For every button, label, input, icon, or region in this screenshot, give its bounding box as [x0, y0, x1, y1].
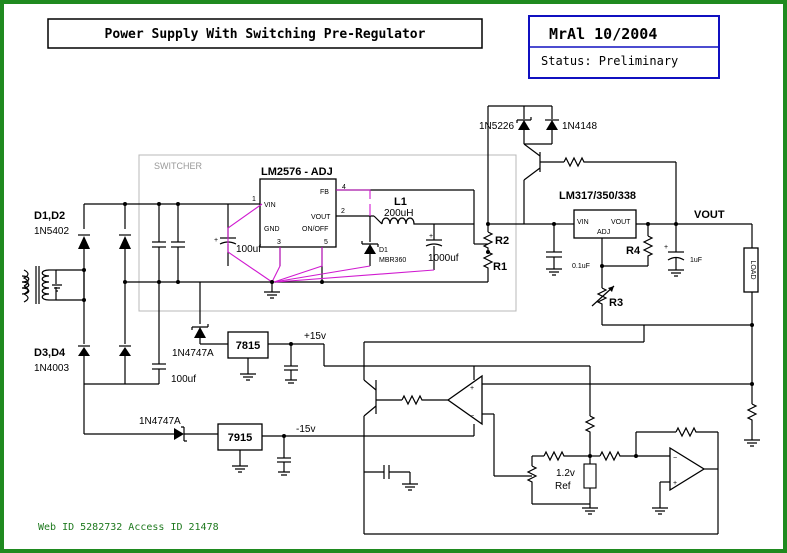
- cap-1uf-label: 1uF: [690, 257, 702, 264]
- r1-label: R1: [493, 261, 507, 273]
- rail-neg-label: -15v: [296, 424, 315, 435]
- pin-vin-label: VIN: [264, 202, 276, 209]
- cap-in-label: 100uf: [236, 244, 261, 255]
- zener-1n5226-label: 1N5226: [479, 121, 514, 132]
- zener-1n4747a-top-icon: [194, 327, 206, 338]
- lm317-vin-label: VIN: [577, 219, 589, 226]
- cap-01uf-label: 0.1uF: [572, 263, 590, 270]
- svg-text:+: +: [664, 244, 668, 251]
- reference-voltage: 1.2v: [556, 468, 575, 479]
- rectifier-top-part: 1N5402: [34, 226, 69, 237]
- lm317-title: LM317/350/338: [559, 190, 636, 202]
- cap-out-label: 1000uf: [428, 253, 459, 264]
- pin-gnd-label: GND: [264, 226, 280, 233]
- r2-label: R2: [495, 235, 509, 247]
- pin-3: 3: [277, 239, 281, 246]
- rectifier-bottom-part: 1N4003: [34, 363, 69, 374]
- switcher-label: SWITCHER: [154, 161, 202, 171]
- vout-rail-label: VOUT: [694, 209, 725, 221]
- diode-1n4148-icon: [546, 120, 558, 130]
- author: MrAl 10/2004: [549, 25, 657, 43]
- pin-5: 5: [324, 239, 328, 246]
- lm2576-chip: [259, 178, 337, 248]
- regulator-7915-label: 7915: [228, 432, 252, 444]
- zener-1n5226-icon: [518, 120, 530, 130]
- cap-neg-label: 100uf: [171, 374, 196, 385]
- switcher-box: [138, 154, 517, 312]
- pin-2: 2: [341, 208, 345, 215]
- opamp-1: [446, 374, 483, 426]
- rail-pos-label: +15v: [304, 331, 326, 342]
- zener-1n4747a-bottom-icon: [174, 428, 184, 440]
- diode-1n4148-label: 1N4148: [562, 121, 597, 132]
- svg-text:+: +: [214, 237, 218, 244]
- diode-mbr360-icon: [364, 244, 376, 254]
- inductor-l1: [373, 215, 474, 225]
- reference-label: Ref: [555, 481, 571, 492]
- status: Status: Preliminary: [541, 54, 678, 68]
- opamp-2: [669, 446, 706, 492]
- pin-fb-label: FB: [320, 189, 329, 196]
- lm317-vout-label: VOUT: [611, 219, 631, 226]
- star-ground-traces: [227, 189, 435, 283]
- input-filter-caps: [152, 202, 185, 284]
- diode-d3-icon: [78, 347, 90, 356]
- diode-d2-icon: [119, 236, 131, 249]
- r3-label: R3: [609, 297, 623, 309]
- load-box: [743, 247, 759, 293]
- pin-1: 1: [252, 196, 256, 203]
- title: Power Supply With Switching Pre-Regulato…: [105, 27, 426, 42]
- transformer: [21, 266, 85, 304]
- inductor-value: 200uH: [384, 208, 413, 219]
- pin-vout-label: VOUT: [311, 214, 331, 221]
- diode-d1-icon: [78, 236, 90, 249]
- pin-4: 4: [342, 184, 346, 191]
- lm317-adj-label: ADJ: [597, 229, 610, 236]
- rectifier-bottom-label: D3,D4: [34, 347, 66, 359]
- diode-d1-name: D1: [379, 247, 388, 254]
- zener-2-label: 1N4747A: [139, 416, 181, 427]
- footer-ids: Web ID 5282732 Access ID 21478: [38, 522, 219, 533]
- regulator-7815-label: 7815: [236, 340, 260, 352]
- diode-d1-part: MBR360: [379, 257, 406, 264]
- r4-label: R4: [626, 245, 641, 257]
- pin-onoff-label: ON/OFF: [302, 226, 328, 233]
- lm2576-label: LM2576 - ADJ: [261, 166, 333, 178]
- reference-element: [583, 463, 597, 489]
- regulator-7815: [227, 331, 269, 359]
- svg-text:−: −: [470, 413, 474, 420]
- rectifier-top-label: D1,D2: [34, 210, 65, 222]
- zener-1-label: 1N4747A: [172, 348, 214, 359]
- title-box: [47, 18, 483, 49]
- svg-text:+: +: [673, 480, 677, 487]
- diode-d4-icon: [119, 347, 131, 356]
- schematic: Power Supply With Switching Pre-Regulato…: [21, 15, 760, 535]
- load-label: LOAD: [749, 260, 756, 279]
- lm317-chip: [573, 209, 637, 239]
- svg-text:+: +: [429, 233, 433, 240]
- svg-text:−: −: [673, 455, 677, 462]
- inductor-name: L1: [394, 196, 407, 208]
- svg-text:+: +: [470, 385, 474, 392]
